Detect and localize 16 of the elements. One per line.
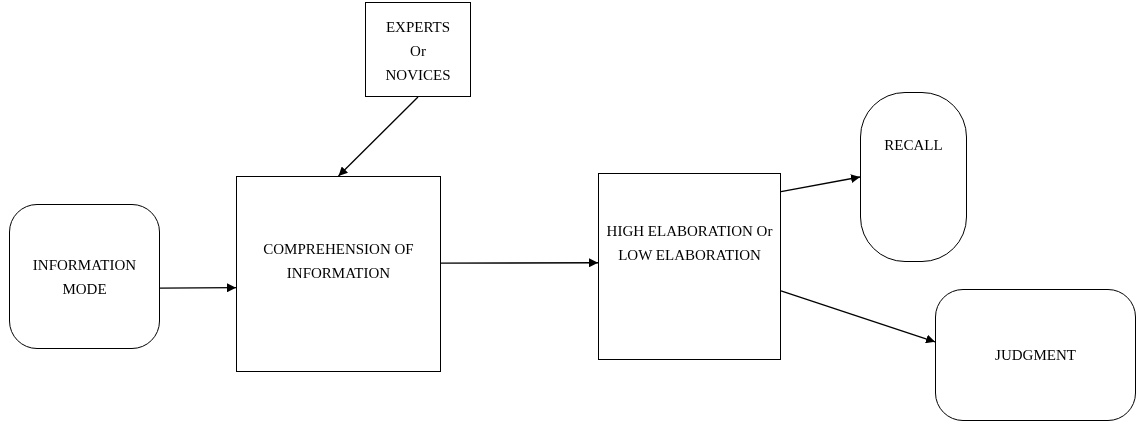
process-box: [365, 2, 471, 97]
box-label: HIGH ELABORATION Or LOW ELABORATION: [605, 222, 774, 265]
box-label: EXPERTS Or NOVICES: [384, 18, 452, 85]
box-label: INFORMATION MODE: [31, 255, 138, 299]
arrow: [337, 96, 419, 177]
arrow: [159, 283, 237, 293]
arrow: [440, 258, 599, 268]
process-box: [935, 289, 1136, 421]
box-label: COMPREHENSION OF INFORMATION: [262, 240, 415, 283]
box-label: RECALL: [883, 136, 944, 155]
process-box: [598, 173, 781, 360]
box-label: JUDGMENT: [994, 346, 1077, 365]
process-box: [9, 204, 160, 349]
process-box: [236, 176, 441, 372]
arrow: [780, 290, 936, 344]
arrow: [780, 174, 861, 193]
